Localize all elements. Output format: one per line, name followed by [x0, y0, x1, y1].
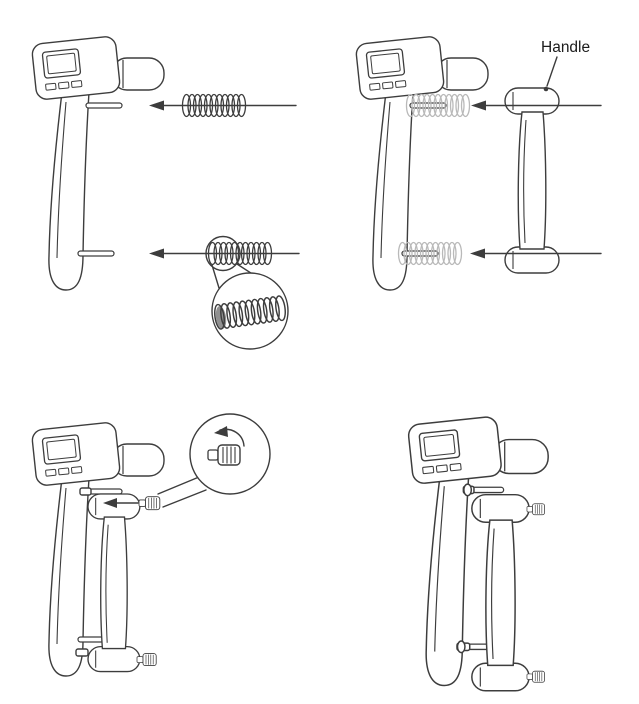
- insert-arrowhead-icon: [149, 248, 164, 259]
- screw-insertion: [103, 496, 161, 511]
- handle-part: [471, 493, 530, 692]
- lower-knob: [526, 670, 545, 683]
- handle-part: [87, 493, 141, 673]
- spring-lower-assembly: [149, 235, 300, 350]
- handle-label: Handle: [541, 39, 590, 56]
- upper-knob: [526, 503, 545, 516]
- assembled-dynamometer: [30, 421, 165, 677]
- panel-assembled-device: [406, 415, 549, 692]
- insert-arrowhead-icon: [103, 498, 117, 508]
- dynamometer: [30, 35, 165, 291]
- upper-junction-nub: [463, 483, 473, 497]
- spring-detail-callout-circle: [211, 272, 289, 350]
- panel-tighten-screw: [30, 413, 271, 677]
- handle-pointer-line: [546, 56, 558, 87]
- handle-pointer-dot: [543, 86, 549, 92]
- insert-arrowhead-icon: [149, 100, 164, 111]
- callout-connector-line: [162, 489, 207, 508]
- handle-part: [504, 87, 560, 274]
- lower-coupler: [75, 648, 89, 657]
- dynamometer: [30, 421, 165, 677]
- insert-arrowhead-icon: [471, 100, 486, 111]
- callout-connector-line: [211, 264, 220, 289]
- assembled-dynamometer: [406, 415, 549, 692]
- detail-source-circle: [205, 235, 241, 272]
- lower-junction-nub: [456, 640, 466, 654]
- insert-arrowhead-icon: [470, 248, 485, 259]
- dynamometer: [406, 415, 549, 687]
- knob-magnifier: [157, 413, 271, 508]
- handle-annotation: Handle: [541, 39, 590, 92]
- rotation-arrowhead-icon: [214, 426, 228, 437]
- panel-attach-handle: Handle: [354, 35, 602, 291]
- callout-connector-line: [157, 476, 200, 495]
- tightening-screw: [138, 496, 161, 511]
- dynamometer: [354, 35, 489, 291]
- spring-upper-assembly: [149, 93, 297, 118]
- upper-coupler: [79, 487, 92, 496]
- panel-insert-springs: [30, 35, 300, 350]
